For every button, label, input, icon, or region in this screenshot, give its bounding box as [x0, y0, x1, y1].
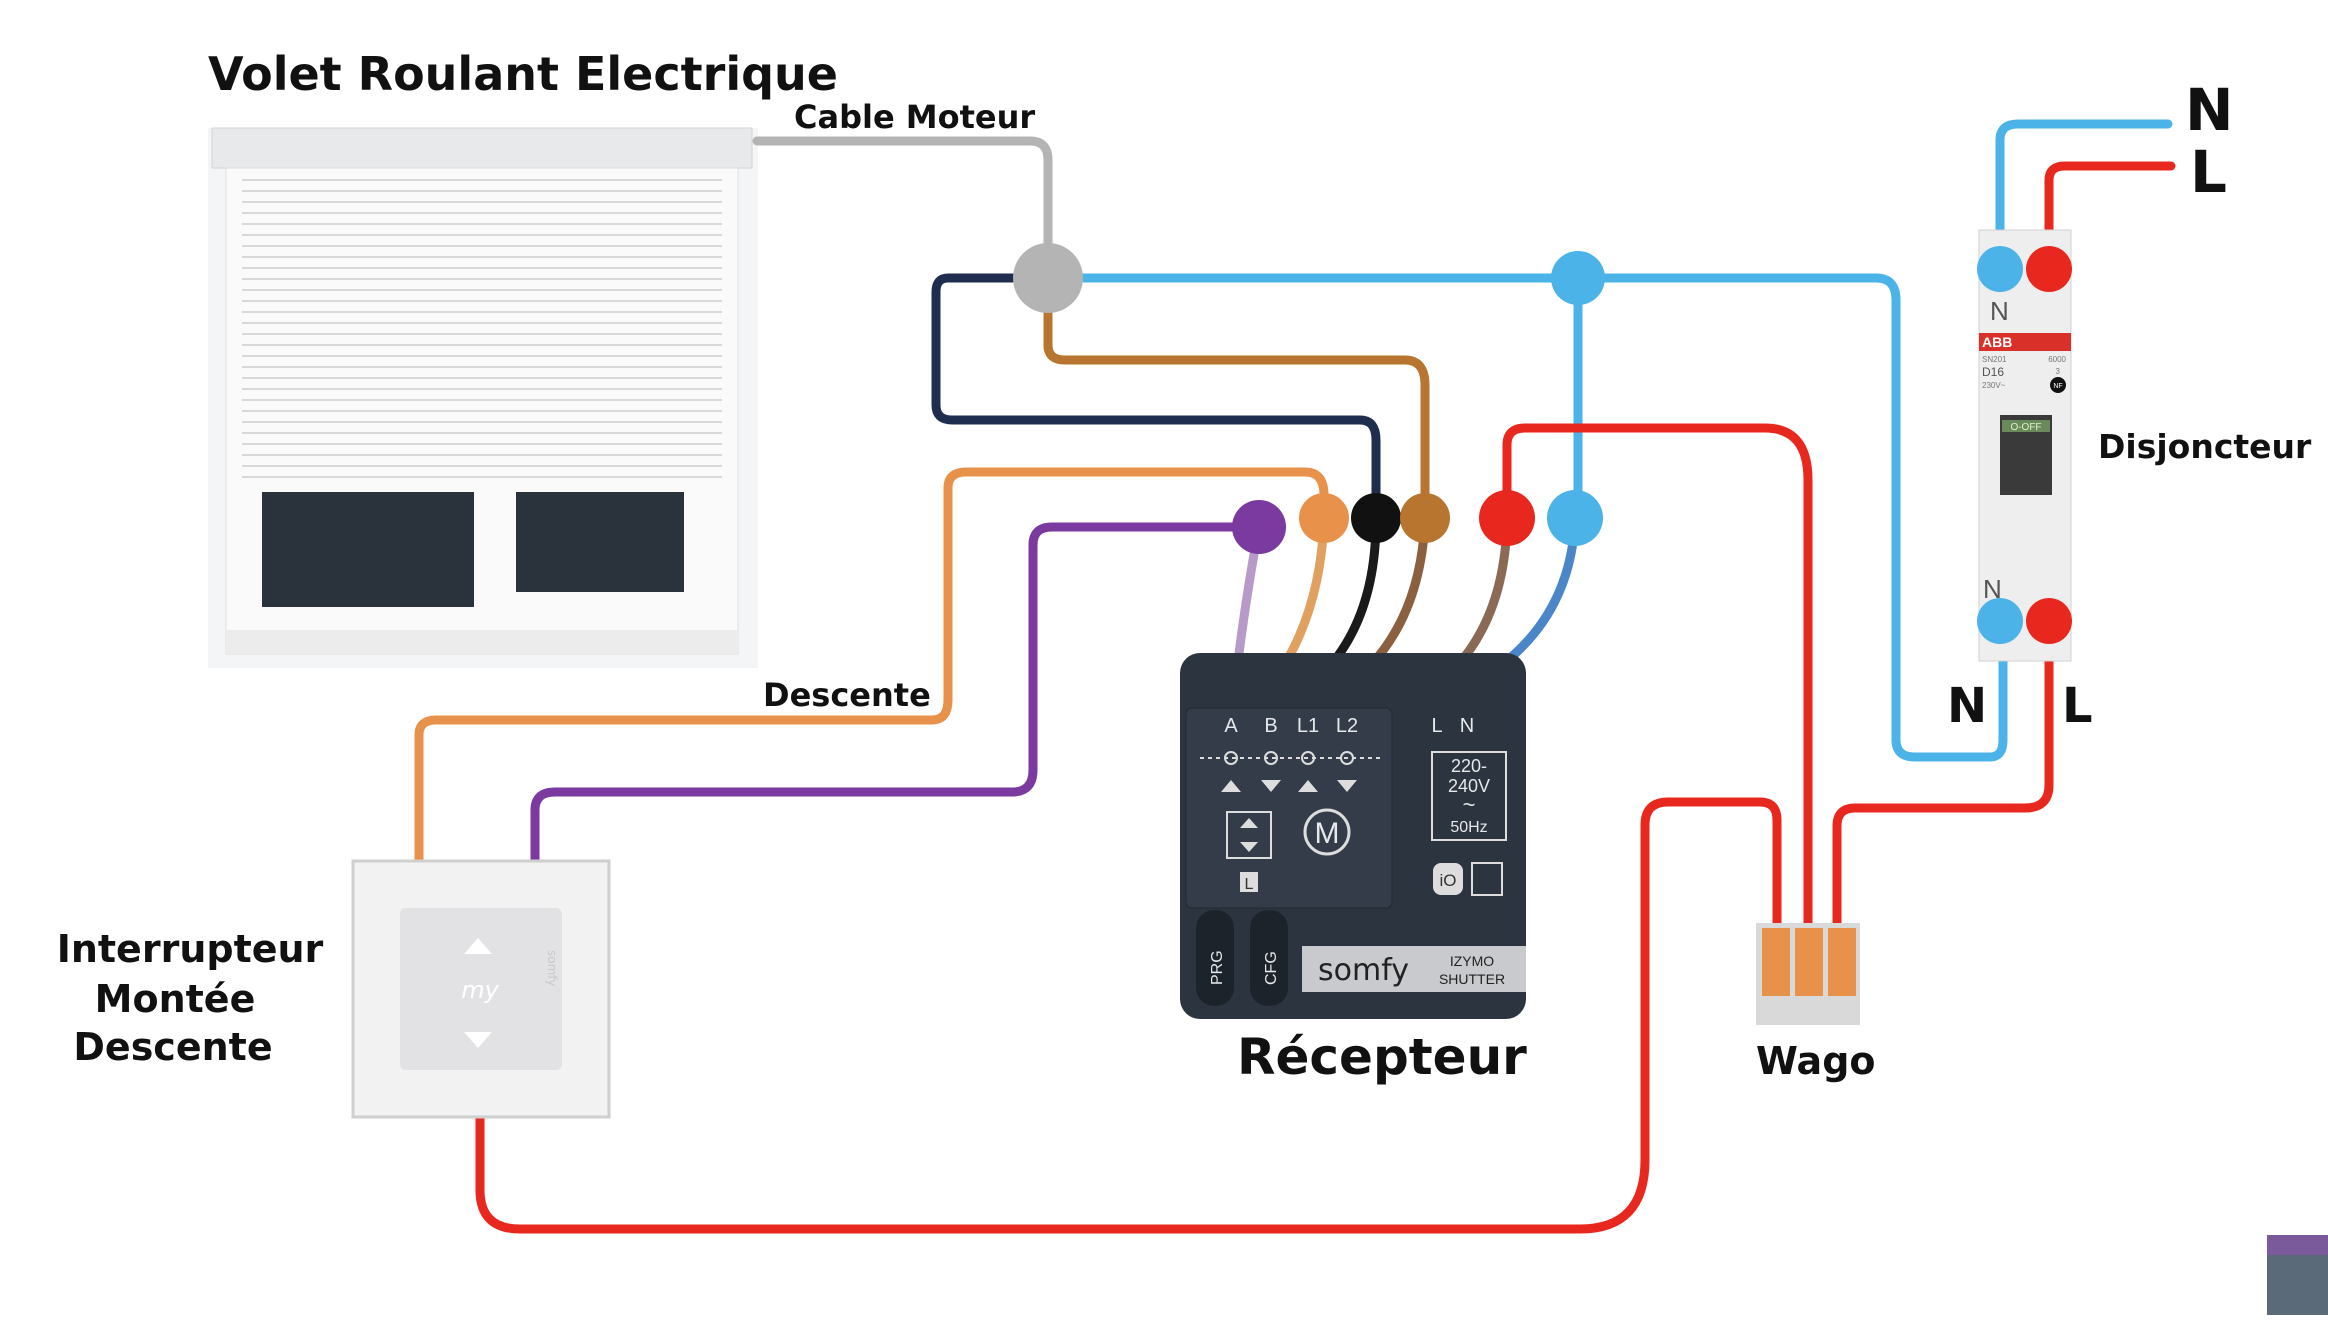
breaker-out-neutral	[1977, 598, 2023, 644]
wago-label: Wago	[1756, 1039, 1876, 1083]
junction-neutral	[1551, 251, 1605, 305]
wire-live-receiver	[1502, 423, 1813, 928]
prg-button[interactable]	[1196, 910, 1234, 1006]
terminal-label-a: A	[1224, 715, 1238, 737]
roller-shutter	[208, 127, 758, 668]
svg-text:240V: 240V	[1448, 776, 1490, 796]
junction-common	[1351, 493, 1401, 543]
up-arrow-icon	[464, 938, 492, 954]
svg-text:PRG: PRG	[1209, 950, 1226, 985]
svg-text:6000: 6000	[2048, 355, 2066, 364]
up-triangle-icon	[1298, 780, 1318, 792]
svg-text:3: 3	[2056, 367, 2061, 376]
svg-text:L: L	[1245, 876, 1254, 893]
wire-supply-neutral	[1995, 119, 2173, 274]
out-n-label: N	[1947, 678, 1987, 734]
terminal-label-n: N	[1460, 715, 1474, 737]
svg-text:D16: D16	[1982, 365, 2004, 379]
down-triangle-icon	[1261, 780, 1281, 792]
svg-text:230V~: 230V~	[1982, 381, 2006, 390]
circuit-breaker: N ABB SN201 D16 230V~ 6000 3 NF O-OFF N	[1978, 229, 2072, 662]
svg-text:somfy: somfy	[545, 950, 559, 986]
svg-text:N: N	[1983, 574, 2002, 604]
cfg-button[interactable]	[1250, 910, 1288, 1006]
somfy-logo: somfy	[1318, 953, 1409, 988]
wire-down	[414, 467, 1329, 866]
wire-switch-up	[530, 522, 1264, 866]
io-logo: iO	[1440, 871, 1457, 890]
svg-text:N: N	[1990, 296, 2009, 326]
svg-text:IZYMO: IZYMO	[1450, 953, 1494, 969]
my-button[interactable]: my	[461, 976, 499, 1004]
disjoncteur-label: Disjoncteur	[2098, 427, 2312, 466]
motor-symbol: M	[1315, 817, 1340, 850]
svg-text:NF: NF	[2053, 383, 2062, 390]
svg-text:50Hz: 50Hz	[1450, 819, 1487, 836]
terminal-label-l1: L1	[1297, 715, 1319, 737]
terminal-label-l: L	[1431, 715, 1442, 737]
terminal-label-l2: L2	[1336, 715, 1358, 737]
terminal-label-b: B	[1264, 715, 1277, 737]
wire-live-breaker	[1832, 616, 2054, 928]
junction-up	[1400, 493, 1450, 543]
wire-up	[1043, 273, 1430, 525]
svg-text:SHUTTER: SHUTTER	[1439, 971, 1505, 987]
wall-switch[interactable]: my somfy	[351, 859, 611, 1119]
svg-text:Montée: Montée	[95, 977, 256, 1021]
svg-text:SN201: SN201	[1982, 355, 2007, 364]
junction-live	[1479, 490, 1535, 546]
junction-switch-up	[1232, 500, 1286, 554]
breaker-in-neutral	[1977, 246, 2023, 292]
down-arrow-icon	[464, 1032, 492, 1048]
svg-text:CFG: CFG	[1263, 951, 1280, 985]
diagram-title: Volet Roulant Electrique	[208, 47, 838, 101]
up-triangle-icon	[1221, 780, 1241, 792]
descente-label: Descente	[763, 676, 931, 714]
down-triangle-icon	[1337, 780, 1357, 792]
breaker-out-live	[2026, 598, 2072, 644]
svg-text:Interrupteur: Interrupteur	[57, 927, 324, 971]
wire-neutral-main	[1043, 273, 2008, 762]
wire-live-switch	[475, 797, 1782, 1234]
breaker-in-live	[2026, 246, 2072, 292]
recepteur-label: Récepteur	[1237, 1028, 1527, 1086]
svg-text:O-OFF: O-OFF	[2010, 422, 2041, 433]
cable-moteur-label: Cable Moteur	[794, 98, 1035, 136]
out-l-label: L	[2062, 678, 2093, 734]
svg-text:~: ~	[1463, 792, 1476, 817]
junction-motor-cable	[1013, 243, 1083, 313]
junction-down	[1299, 493, 1349, 543]
switch-label: Interrupteur Montée Descente	[57, 927, 324, 1069]
supply-n-label: N	[2185, 76, 2234, 144]
svg-text:Descente: Descente	[73, 1025, 272, 1069]
wire-motor-cable	[752, 136, 1053, 283]
abb-logo: ABB	[1982, 334, 2012, 350]
supply-l-label: L	[2190, 138, 2227, 206]
corner-thumbnail	[2267, 1235, 2328, 1315]
wago-connector	[1756, 923, 1860, 1025]
wire-supply-live	[2044, 161, 2176, 274]
junction-neutral-receiver	[1547, 490, 1603, 546]
wire-common	[931, 273, 1381, 525]
svg-text:220-: 220-	[1451, 756, 1487, 776]
